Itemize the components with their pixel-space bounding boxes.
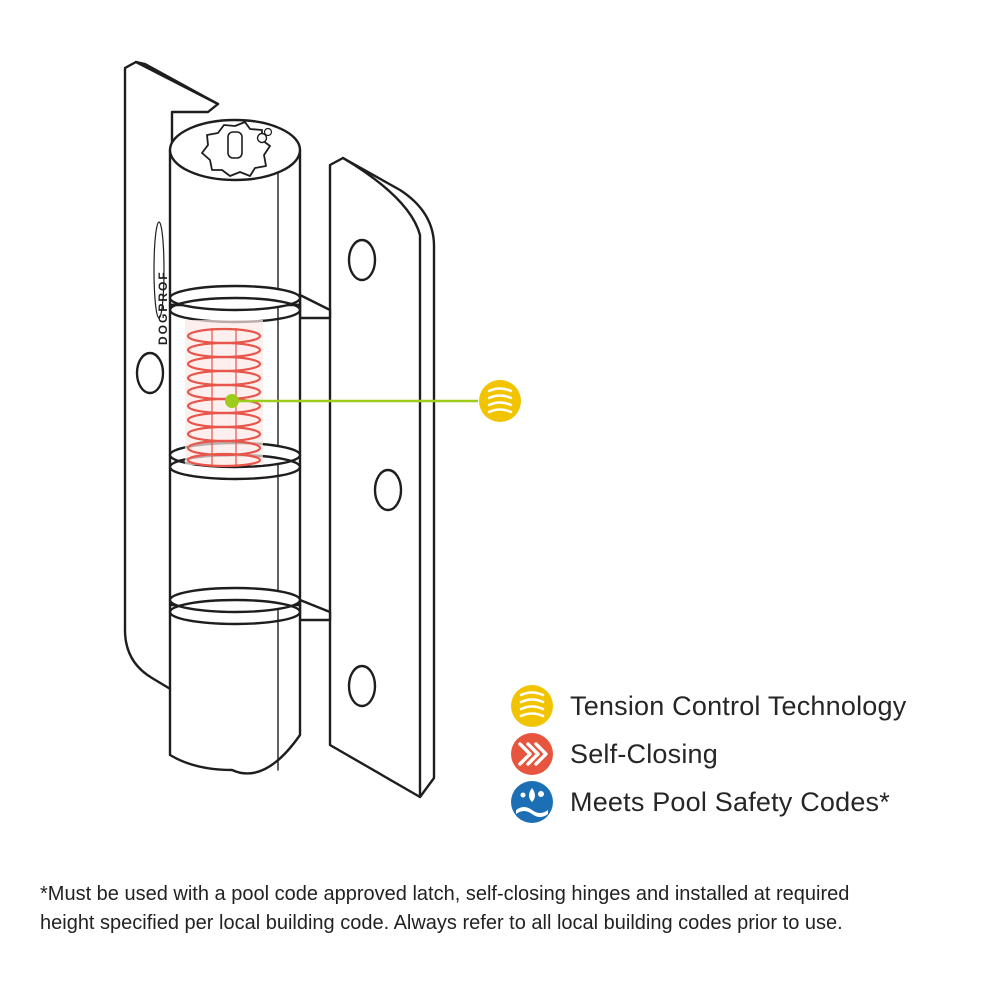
legend-label-self-closing: Self-Closing <box>570 738 718 769</box>
legend-label-pool-safety: Meets Pool Safety Codes* <box>570 786 890 817</box>
footnote-line-2: height specified per local building code… <box>40 912 843 934</box>
feature-legend: Tension Control Technology Self-Closing … <box>510 682 980 826</box>
self-closing-icon <box>511 733 553 775</box>
front-leaf-screw-hole-3 <box>347 664 377 708</box>
barrel-bottom <box>168 603 302 775</box>
brand-mark: DOGPROF <box>156 270 170 345</box>
spring-callout <box>225 380 521 422</box>
spring-icon <box>511 685 553 727</box>
callout-spring-icon <box>479 380 521 422</box>
internal-spring <box>185 320 263 468</box>
legend-item-self-closing: Self-Closing <box>510 730 980 778</box>
legend-item-pool-safety: Meets Pool Safety Codes* <box>510 778 980 826</box>
legend-item-tension: Tension Control Technology <box>510 682 980 730</box>
front-leaf-screw-hole-2 <box>373 468 403 512</box>
hex-key-slot <box>227 131 243 159</box>
front-leaf-screw-hole-1 <box>347 238 377 282</box>
back-leaf-screw-hole <box>135 351 165 395</box>
pool-wave-icon <box>511 781 553 823</box>
footnote: *Must be used with a pool code approved … <box>40 880 970 938</box>
footnote-line-1: *Must be used with a pool code approved … <box>40 883 850 905</box>
barrel-middle <box>168 453 302 607</box>
legend-label-tension: Tension Control Technology <box>570 690 907 721</box>
